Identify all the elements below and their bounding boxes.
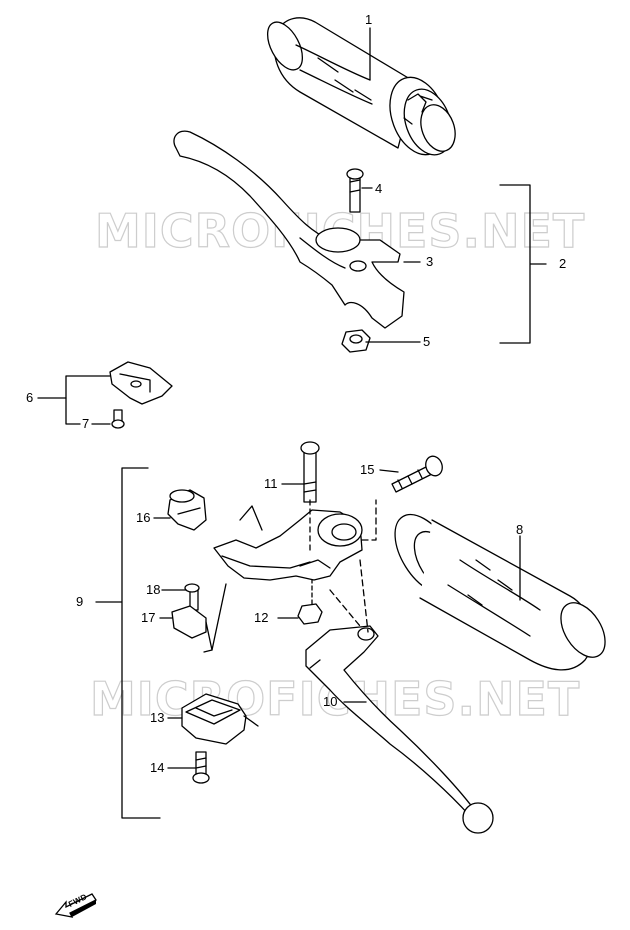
callout-10: 10 [323,694,338,709]
callout-17: 17 [141,610,156,625]
screw-18 [184,583,200,611]
callout-3: 3 [426,254,434,269]
callout-9: 9 [76,594,84,609]
clutch-perch [211,499,377,651]
callout-4: 4 [375,181,383,196]
grip-bottom [394,513,606,671]
nut-12 [297,603,323,625]
callout-16: 16 [136,510,151,525]
switch-13 [181,693,259,745]
brake-lever-top [173,130,405,329]
callout-11: 11 [264,476,278,491]
callout-15: 15 [360,462,375,477]
callout-5: 5 [423,334,431,349]
bolt-11 [300,441,320,503]
fwd-arrow-icon [54,893,97,918]
callout-14: 14 [150,760,165,775]
clutch-lever [305,559,494,834]
nut-top [341,329,371,353]
knob-16 [167,489,207,531]
callout-2: 2 [559,256,567,271]
holder-bracket [109,361,173,405]
callout-8: 8 [516,522,524,537]
callout-7: 7 [82,416,90,431]
callout-1: 1 [365,12,373,27]
callout-13: 13 [150,710,165,725]
callout-6: 6 [26,390,34,405]
pivot-bolt-top [346,168,364,213]
screw-14 [192,751,210,784]
bolt-15 [391,455,443,493]
callout-12: 12 [254,610,269,625]
clip-17 [171,605,213,653]
screw-small [111,409,125,429]
grip-top [266,17,456,156]
callout-18: 18 [146,582,161,597]
